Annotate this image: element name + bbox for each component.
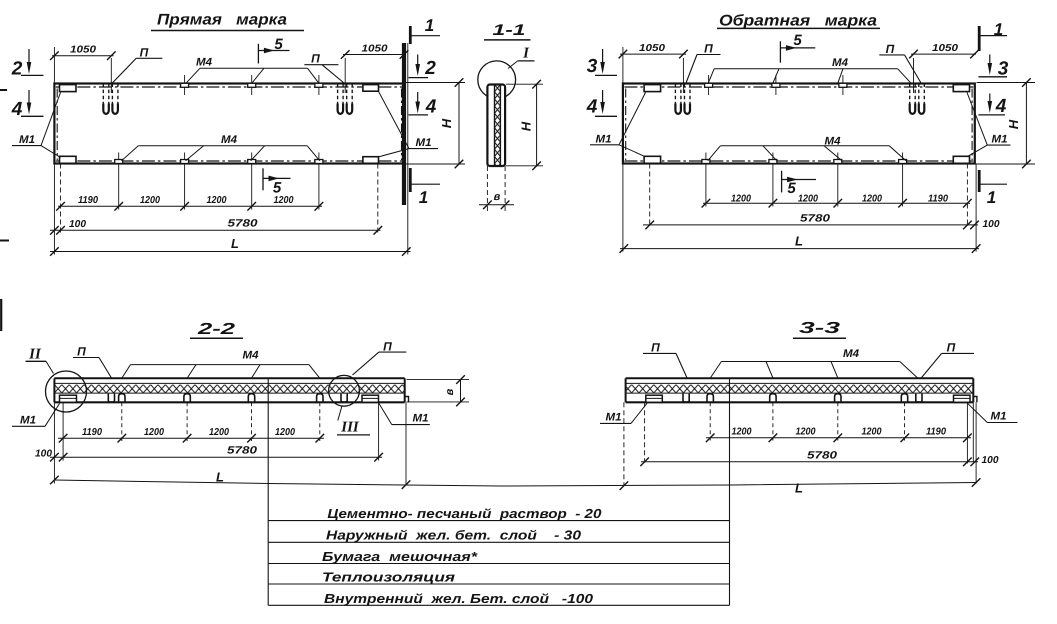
svg-text:1200: 1200 bbox=[144, 427, 164, 438]
svg-text:в: в bbox=[444, 388, 456, 395]
svg-text:М1: М1 bbox=[991, 411, 1007, 423]
svg-text:L: L bbox=[795, 233, 803, 248]
svg-text:М1: М1 bbox=[416, 137, 432, 149]
svg-text:5780: 5780 bbox=[227, 445, 257, 457]
svg-text:5: 5 bbox=[274, 36, 283, 53]
svg-text:М1: М1 bbox=[992, 134, 1008, 146]
svg-text:1200: 1200 bbox=[274, 195, 294, 206]
svg-text:Прямая марка: Прямая марка bbox=[157, 12, 287, 29]
svg-text:П: П bbox=[947, 341, 956, 355]
svg-text:4: 4 bbox=[425, 97, 437, 118]
svg-text:Внутренний жел. Бет. слой -: Внутренний жел. Бет. слой -100 bbox=[324, 591, 594, 606]
svg-text:1200: 1200 bbox=[862, 193, 882, 204]
svg-text:1: 1 bbox=[425, 16, 434, 35]
svg-text:2: 2 bbox=[424, 58, 436, 79]
svg-text:П: П bbox=[311, 52, 320, 66]
svg-text:П: П bbox=[704, 42, 713, 56]
svg-text:М1: М1 bbox=[596, 134, 612, 146]
svg-text:Н: Н bbox=[519, 121, 534, 131]
svg-text:1190: 1190 bbox=[926, 427, 946, 438]
svg-text:П: П bbox=[383, 340, 392, 354]
svg-text:М1: М1 bbox=[19, 134, 35, 146]
svg-text:Цементно- песчаный раствор -: Цементно- песчаный раствор - 20 bbox=[327, 506, 602, 521]
svg-text:1200: 1200 bbox=[207, 195, 227, 206]
svg-text:М4: М4 bbox=[832, 57, 848, 69]
svg-text:1050: 1050 bbox=[639, 43, 666, 54]
svg-text:М4: М4 bbox=[196, 57, 212, 69]
svg-text:М1: М1 bbox=[20, 415, 36, 427]
svg-text:5: 5 bbox=[793, 32, 802, 49]
svg-text:3: 3 bbox=[998, 59, 1009, 80]
svg-text:1200: 1200 bbox=[140, 195, 160, 206]
svg-text:I: I bbox=[522, 46, 530, 62]
svg-text:1200: 1200 bbox=[209, 427, 229, 438]
svg-text:5780: 5780 bbox=[228, 218, 258, 230]
svg-text:М4: М4 bbox=[221, 134, 237, 146]
svg-text:П: П bbox=[77, 345, 86, 359]
svg-text:М4: М4 bbox=[825, 136, 841, 148]
svg-text:1190: 1190 bbox=[82, 427, 102, 438]
svg-text:1200: 1200 bbox=[732, 427, 752, 438]
svg-text:Н: Н bbox=[439, 118, 454, 128]
svg-text:в: в bbox=[494, 191, 501, 203]
svg-text:100: 100 bbox=[982, 455, 999, 466]
svg-text:5780: 5780 bbox=[807, 449, 837, 461]
svg-text:L: L bbox=[231, 236, 239, 251]
svg-text:Бумага мешочная*: Бумага мешочная* bbox=[322, 549, 478, 564]
svg-text:М4: М4 bbox=[843, 348, 859, 360]
svg-text:Обратная марка: Обратная марка bbox=[719, 13, 877, 30]
svg-text:1200: 1200 bbox=[275, 427, 295, 438]
svg-text:Н: Н bbox=[1006, 119, 1021, 129]
svg-text:4: 4 bbox=[11, 99, 23, 120]
svg-text:1200: 1200 bbox=[798, 193, 818, 204]
svg-text:L: L bbox=[795, 481, 803, 496]
svg-text:1190: 1190 bbox=[928, 193, 948, 204]
svg-text:1: 1 bbox=[987, 188, 996, 207]
svg-text:1200: 1200 bbox=[862, 427, 882, 438]
svg-text:1050: 1050 bbox=[932, 43, 959, 54]
svg-text:М4: М4 bbox=[243, 350, 259, 362]
svg-text:3-3: 3-3 bbox=[799, 320, 840, 337]
svg-text:L: L bbox=[216, 470, 224, 485]
svg-text:100: 100 bbox=[35, 449, 52, 460]
svg-text:Теплоизоляция: Теплоизоляция bbox=[322, 570, 455, 585]
svg-text:М1: М1 bbox=[413, 413, 429, 425]
svg-text:М1: М1 bbox=[606, 412, 622, 424]
svg-text:5780: 5780 bbox=[800, 212, 830, 224]
svg-text:5: 5 bbox=[787, 180, 796, 197]
svg-text:3: 3 bbox=[587, 56, 598, 77]
svg-text:П: П bbox=[140, 46, 149, 60]
svg-text:II: II bbox=[28, 347, 42, 363]
svg-text:1190: 1190 bbox=[78, 195, 98, 206]
svg-text:1: 1 bbox=[994, 20, 1003, 39]
svg-text:1200: 1200 bbox=[796, 427, 816, 438]
svg-text:П: П bbox=[886, 42, 895, 56]
svg-text:2-2: 2-2 bbox=[196, 321, 235, 338]
svg-text:1050: 1050 bbox=[70, 45, 97, 56]
svg-text:П: П bbox=[651, 341, 660, 355]
svg-text:4: 4 bbox=[586, 97, 598, 118]
svg-text:III: III bbox=[340, 420, 360, 436]
svg-text:100: 100 bbox=[983, 219, 1000, 230]
svg-text:Наружный жел. бет. слой -: Наружный жел. бет. слой - 30 bbox=[326, 528, 582, 543]
svg-text:2: 2 bbox=[11, 59, 23, 80]
svg-text:100: 100 bbox=[69, 219, 86, 230]
svg-text:1: 1 bbox=[419, 188, 428, 207]
svg-text:1050: 1050 bbox=[362, 43, 389, 54]
svg-text:1-1: 1-1 bbox=[493, 22, 526, 39]
svg-text:1200: 1200 bbox=[731, 193, 751, 204]
svg-text:4: 4 bbox=[995, 96, 1007, 117]
svg-text:5: 5 bbox=[273, 180, 282, 197]
